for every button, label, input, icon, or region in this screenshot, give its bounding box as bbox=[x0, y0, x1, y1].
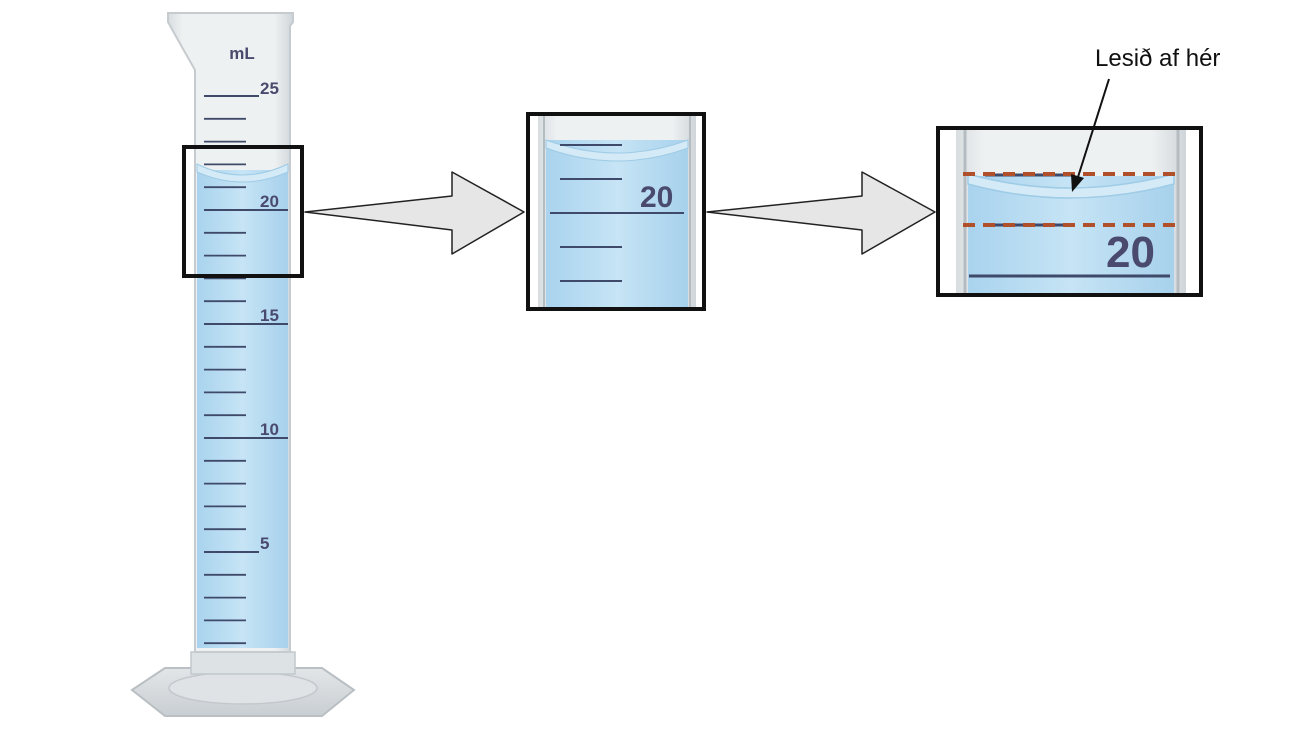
zoom-arrow-1 bbox=[304, 171, 525, 255]
scale-label-15: 15 bbox=[260, 306, 279, 325]
zoom2-frame bbox=[936, 126, 1203, 297]
cylinder-scale bbox=[204, 95, 288, 645]
cylinder-foot bbox=[190, 651, 296, 675]
zoom1-ticks bbox=[550, 144, 684, 282]
zoom1-scale-label: 20 bbox=[640, 181, 673, 214]
read-here-callout: Lesið af hér bbox=[1071, 45, 1220, 192]
cylinder-base-ring bbox=[168, 671, 318, 705]
scale-label-5: 5 bbox=[260, 534, 269, 553]
unit-label: mL bbox=[229, 44, 255, 63]
zoom-panel-1: 20 bbox=[526, 112, 706, 311]
focus-box bbox=[182, 145, 304, 278]
cylinder-meniscus bbox=[196, 163, 289, 183]
graduated-cylinder: mL 25 20 15 10 5 bbox=[130, 12, 356, 717]
callout-pointer-line bbox=[1077, 78, 1110, 178]
cylinder-liquid bbox=[197, 170, 288, 648]
zoom-arrow-2 bbox=[706, 171, 936, 255]
zoom-panel-2: 20 bbox=[936, 126, 1203, 297]
zoom2-scale-label: 20 bbox=[1106, 228, 1155, 277]
callout-arrowhead bbox=[1071, 174, 1084, 192]
scale-label-20: 20 bbox=[260, 192, 279, 211]
scale-label-10: 10 bbox=[260, 420, 279, 439]
zoom1-frame bbox=[526, 112, 706, 311]
scale-label-25: 25 bbox=[260, 79, 279, 98]
read-here-label: Lesið af hér bbox=[1095, 45, 1220, 72]
